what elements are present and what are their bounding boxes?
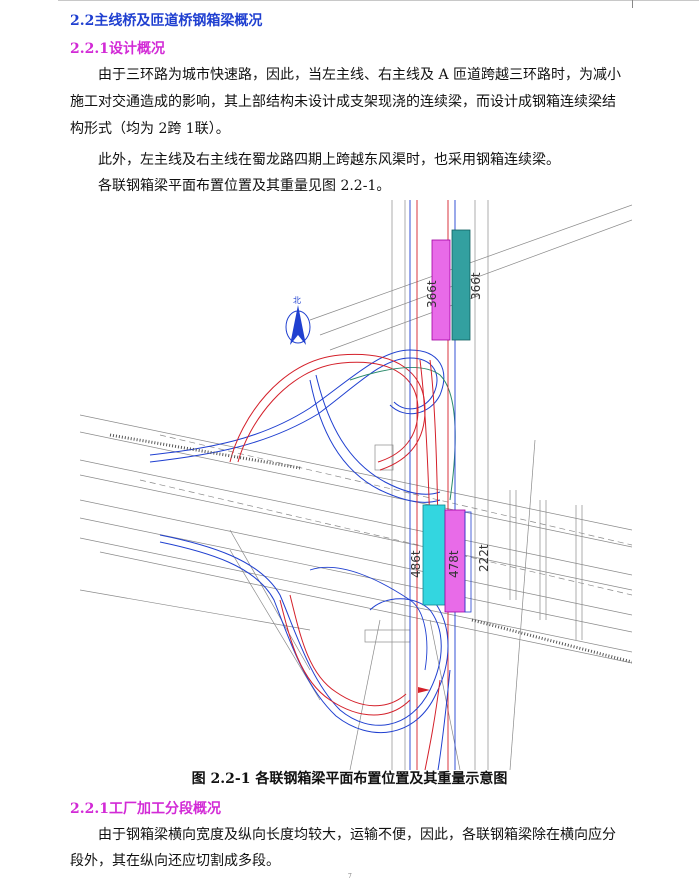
paragraph-line: 各联钢箱梁平面布置位置及其重量见图 2.2-1。 <box>98 178 391 194</box>
girder-block-366t-left <box>431 239 451 341</box>
header-corner-mark <box>632 0 633 8</box>
bridge-plan-figure: 北 <box>80 200 632 770</box>
north-label: 北 <box>293 296 301 305</box>
paragraph-line: 构形式（均为 2跨 1联）。 <box>70 121 230 137</box>
section-heading: 2.2主线桥及匝道桥钢箱梁概况 <box>70 13 263 29</box>
girder-block-222t <box>464 511 472 613</box>
subsection-heading-factory: 2.2.1工厂加工分段概况 <box>70 801 221 817</box>
weight-label: 486t <box>409 550 423 578</box>
weight-label: 366t <box>469 272 483 300</box>
upper-ramp-loops <box>149 200 456 770</box>
marking-stripe <box>471 618 632 664</box>
weight-label: 478t <box>447 550 461 578</box>
paragraph-line: 此外，左主线及右主线在蜀龙路四期上跨越东风渠时，也采用钢箱连续梁。 <box>98 152 560 168</box>
road-linework <box>80 200 632 770</box>
page-number: 7 <box>348 873 352 880</box>
header-rule <box>58 0 699 1</box>
north-arrow: 北 <box>285 296 311 345</box>
steel-girder-blocks <box>422 229 472 613</box>
marking-stripe <box>109 433 301 470</box>
paragraph-line: 施工对交通造成的影响，其上部结构未设计成支架现浇的连续梁，而设计成钢箱连续梁结 <box>70 94 616 110</box>
girder-block-486t <box>422 504 446 606</box>
paragraph-line: 由于三环路为城市快速路，因此，当左主线、右主线及 A 匝道跨越三环路时，为减小 <box>98 67 622 83</box>
paragraph-line: 由于钢箱梁横向宽度及纵向长度均较大，运输不便，因此，各联钢箱梁除在横向应分 <box>98 827 616 843</box>
weight-label: 222t <box>477 544 491 572</box>
paragraph-line: 段外，其在纵向还应切割成多段。 <box>70 853 280 869</box>
figure-caption: 图 2.2-1 各联钢箱梁平面布置位置及其重量示意图 <box>191 771 508 787</box>
subsection-heading-design: 2.2.1设计概况 <box>70 41 165 57</box>
weight-label: 366t <box>425 280 439 308</box>
lower-ramp-loops <box>159 534 451 770</box>
girder-block-366t-right <box>451 229 471 341</box>
